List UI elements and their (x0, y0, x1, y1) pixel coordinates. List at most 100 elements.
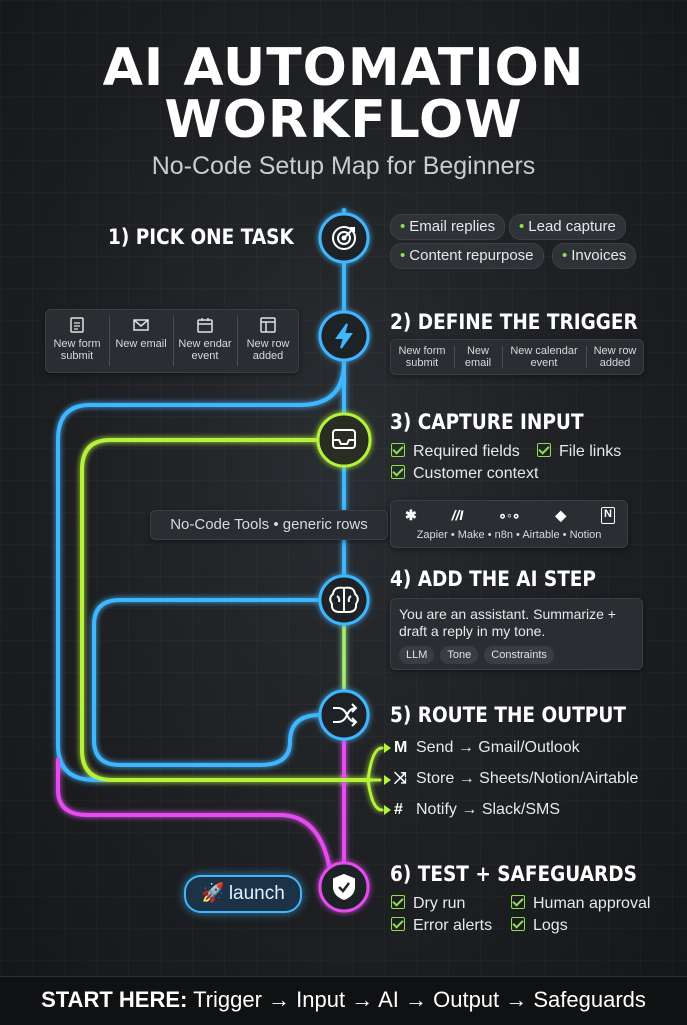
trigger-left-row-line1: New row (246, 338, 290, 350)
title-line-2: WORKFLOW (164, 90, 523, 150)
divider (109, 316, 110, 366)
checkbox-icon (391, 917, 405, 931)
tools-icons-row: ✱ //I ∘◦∘ ◆ N (405, 507, 615, 524)
route-arrow-notify (384, 805, 391, 815)
step-2-label: 2) DEFINE THE TRIGGER (390, 310, 638, 334)
slack-icon: # (394, 801, 403, 818)
footer-lead: START HERE: (41, 987, 188, 1012)
divider (237, 316, 238, 366)
trigger-left-row[interactable]: New row added (238, 310, 298, 372)
rocket-icon: 🚀 (201, 883, 225, 904)
trigger-panel-right: New form submit New email New calendar e… (390, 339, 644, 375)
tag-constraints[interactable]: Constraints (484, 646, 554, 664)
airtable-icon[interactable]: ◆ (555, 507, 567, 523)
loop-magenta (56, 758, 332, 872)
safeguard-human-approval: Human approval (511, 894, 650, 913)
tag-tone[interactable]: Tone (440, 646, 479, 664)
make-icon[interactable]: //I (451, 507, 464, 523)
step-6-label: 6) TEST + SAFEGUARDS (390, 862, 637, 886)
safeguard-dry-run: Dry run (391, 894, 465, 913)
launch-label: launch (228, 883, 285, 904)
trigger-left-form[interactable]: New form submit (46, 310, 108, 372)
n8n-icon[interactable]: ∘◦∘ (498, 507, 521, 523)
target-icon (332, 226, 356, 250)
gmail-icon: M (394, 739, 408, 756)
trigger-left-calendar[interactable]: New endar event (174, 310, 236, 372)
tools-panel: ✱ //I ∘◦∘ ◆ N Zapier • Make • n8n • Airt… (390, 500, 628, 548)
footer-bar (0, 976, 687, 1025)
route-arrow-send (384, 743, 391, 753)
shuffle-icon (333, 703, 358, 727)
divider (502, 346, 503, 368)
tag-llm[interactable]: LLM (399, 646, 435, 664)
subtitle: No-Code Setup Map for Beginners (151, 152, 536, 180)
trigger-right-calendar-line2: event (530, 357, 558, 369)
zapier-icon[interactable]: ✱ (405, 507, 417, 523)
trigger-left-form-line2: submit (60, 350, 94, 362)
divider (454, 346, 455, 368)
step-4-label: 4) ADD THE AI STEP (390, 567, 596, 591)
node-5-circle (318, 689, 370, 741)
lightning-icon (335, 323, 353, 349)
trigger-right-calendar-line1: New calendar (510, 345, 578, 357)
ai-prompt-text: You are an assistant. Summarize + draft … (399, 606, 616, 639)
checkbox-icon (391, 895, 405, 909)
task-pill-lead[interactable]: •Lead capture (509, 214, 626, 240)
step-5-label: 5) ROUTE THE OUTPUT (390, 703, 626, 727)
task-pill-content[interactable]: •Content repurpose (390, 243, 544, 269)
brain-icon (329, 586, 359, 613)
divider (173, 316, 174, 366)
ai-prompt-panel: You are an assistant. Summarize + draft … (390, 598, 643, 670)
launch-button[interactable]: 🚀launch (184, 875, 302, 913)
trigger-right-form[interactable]: New form submit (391, 340, 453, 374)
calendar-icon (197, 318, 213, 333)
shuffle-icon: ⤨ (394, 770, 407, 787)
loop-blue-ai (92, 598, 322, 767)
trigger-panel-left: New form submit New email New endar even… (45, 309, 299, 373)
trigger-right-email-line2: email (464, 357, 492, 369)
trigger-left-calendar-line2: event (191, 350, 219, 362)
trigger-right-row[interactable]: New row added (587, 340, 643, 374)
node-3-circle (316, 412, 372, 468)
step-3-label: 3) CAPTURE INPUT (390, 410, 584, 434)
loop-blue-outer (56, 360, 367, 782)
capture-file-links: File links (537, 442, 621, 461)
capture-customer-context: Customer context (391, 464, 538, 483)
tools-row-text: Zapier • Make • n8n • Airtable • Notion (416, 529, 602, 541)
task-pill-email[interactable]: •Email replies (390, 214, 506, 240)
trigger-right-email-line1: New (466, 345, 489, 357)
inbox-icon (332, 429, 356, 449)
tools-caption-panel: No-Code Tools • generic rows (150, 510, 388, 540)
mail-icon (133, 319, 149, 331)
ai-tags: LLM Tone Constraints (399, 645, 560, 664)
trigger-right-email[interactable]: New email (455, 340, 501, 374)
footer-flow: Trigger → Input → AI → Output → Safeguar… (193, 987, 646, 1012)
checkbox-icon (537, 443, 551, 457)
step-1-label: 1) PICK ONE TASK (108, 225, 294, 249)
checkbox-icon (511, 895, 525, 909)
route-notify: #Notify → Slack/SMS (394, 801, 561, 818)
safeguard-logs: Logs (511, 916, 568, 935)
notion-icon[interactable]: N (601, 507, 615, 524)
trigger-right-row-line2: added (599, 357, 631, 369)
trigger-left-email[interactable]: New email (110, 310, 172, 372)
trigger-left-row-line2: added (252, 350, 284, 362)
route-arrow-store (384, 775, 391, 785)
trigger-left-calendar-line1: New endar (178, 338, 232, 350)
table-icon (260, 317, 276, 333)
checkbox-icon (511, 917, 525, 931)
route-store: ⤨Store → Sheets/Notion/Airtable (394, 770, 639, 787)
route-fan (363, 746, 384, 812)
capture-required-fields: Required fields (391, 442, 520, 461)
document-icon (70, 317, 84, 333)
trigger-right-form-line1: New form (398, 345, 446, 357)
trigger-right-calendar[interactable]: New calendar event (503, 340, 585, 374)
task-pill-invoices[interactable]: •Invoices (552, 243, 637, 269)
trigger-right-form-line2: submit (405, 357, 439, 369)
trigger-left-form-line1: New form (53, 338, 101, 350)
tools-caption: No-Code Tools • generic rows (170, 516, 368, 533)
divider (586, 346, 587, 368)
trigger-right-row-line1: New row (593, 345, 637, 357)
